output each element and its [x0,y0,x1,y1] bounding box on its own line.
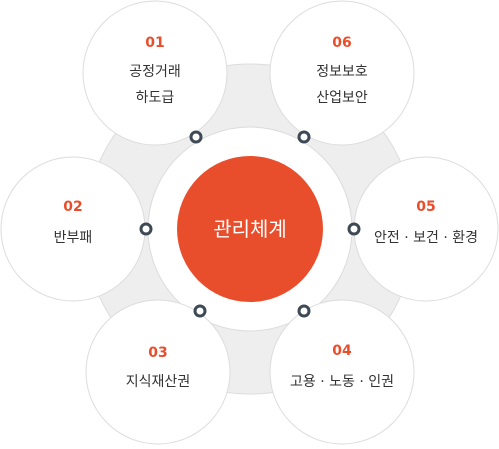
node-01-label-line1: 공정거래 [129,64,181,80]
node-06: 06 정보보호 산업보안 [269,0,415,146]
node-02-circle [0,156,146,302]
node-04-label: 고용 · 노동 · 인권 [290,374,394,390]
connector-dot-04 [297,304,311,318]
node-02-number: 02 [63,199,82,215]
node-01-label-line2: 하도급 [136,90,175,106]
node-02: 02 반부패 [0,156,146,302]
connector-dot-03 [193,304,207,318]
connector-dot-06 [297,130,311,144]
node-01-number: 01 [145,35,164,51]
node-06-number: 06 [332,35,351,51]
node-05-number: 05 [416,199,435,215]
node-06-circle [269,0,415,146]
node-04-circle [269,299,415,445]
connector-dot-01 [189,130,203,144]
node-05: 05 안전 · 보건 · 환경 [353,156,499,302]
connector-dot-02 [139,222,153,236]
node-03-number: 03 [148,345,167,361]
node-06-label-line2: 산업보안 [316,90,368,106]
node-01-circle [82,0,228,146]
node-04-number: 04 [332,343,352,359]
node-04: 04 고용 · 노동 · 인권 [269,299,415,445]
node-01: 01 공정거래 하도급 [82,0,228,146]
node-03-label: 지식재산권 [126,374,190,390]
node-02-label: 반부패 [54,230,93,246]
center-hub-label: 관리체계 [213,217,287,241]
node-05-circle [353,156,499,302]
connector-dot-05 [347,222,361,236]
node-06-label-line1: 정보보호 [316,64,368,80]
node-03-circle [85,299,231,445]
node-03: 03 지식재산권 [85,299,231,445]
node-05-label: 안전 · 보건 · 환경 [374,230,478,246]
center-hub [177,156,323,302]
